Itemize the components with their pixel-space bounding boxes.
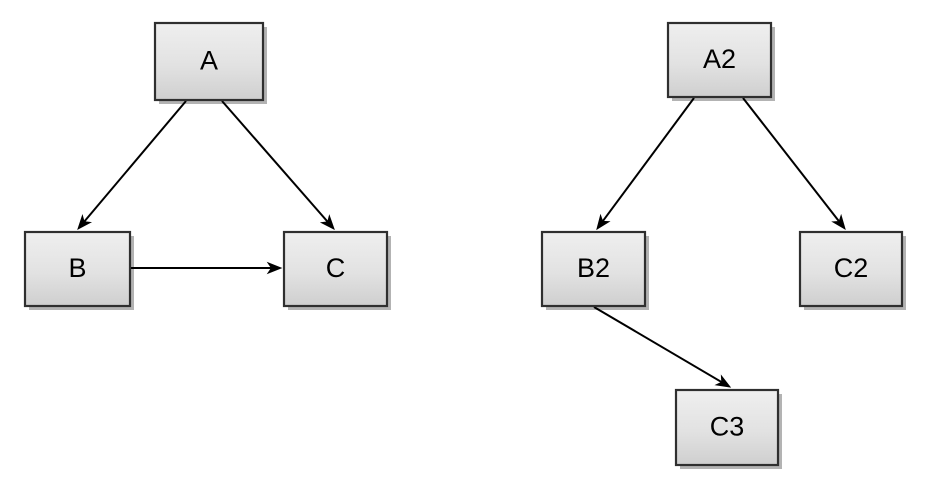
- edge-line: [602, 97, 695, 222]
- node-b[interactable]: B: [23, 230, 132, 308]
- arrowhead-icon: [714, 374, 732, 388]
- node-box: [798, 230, 904, 308]
- edge-line: [83, 100, 187, 223]
- left-graph-nodes: A B C: [23, 21, 389, 308]
- node-c3[interactable]: C3: [674, 388, 780, 467]
- node-a[interactable]: A: [153, 21, 265, 102]
- node-box: [23, 230, 132, 308]
- edge-b2-to-c3[interactable]: [593, 306, 732, 388]
- node-c2[interactable]: C2: [798, 230, 904, 308]
- node-box: [282, 230, 389, 308]
- node-box: [540, 230, 647, 308]
- edge-line: [221, 100, 329, 223]
- arrowhead-icon: [319, 214, 335, 231]
- node-box: [666, 21, 773, 99]
- edge-layer: [77, 97, 846, 388]
- edge-line: [593, 306, 722, 383]
- edge-a-to-b[interactable]: [77, 100, 187, 231]
- node-c[interactable]: C: [282, 230, 389, 308]
- node-a2[interactable]: A2: [666, 21, 773, 99]
- right-graph-edges: [593, 97, 846, 388]
- node-box: [153, 21, 265, 102]
- arrowhead-icon: [266, 261, 283, 275]
- edge-a2-to-b2[interactable]: [596, 97, 695, 231]
- edge-b-to-c[interactable]: [131, 261, 283, 275]
- edge-line: [742, 97, 840, 222]
- left-graph-edges: [77, 100, 335, 275]
- arrowhead-icon: [596, 213, 611, 231]
- arrowhead-icon: [831, 213, 846, 231]
- node-box: [674, 388, 780, 467]
- edge-a-to-c[interactable]: [221, 100, 335, 231]
- edge-a2-to-c2[interactable]: [742, 97, 846, 231]
- arrowhead-icon: [77, 214, 93, 231]
- node-b2[interactable]: B2: [540, 230, 647, 308]
